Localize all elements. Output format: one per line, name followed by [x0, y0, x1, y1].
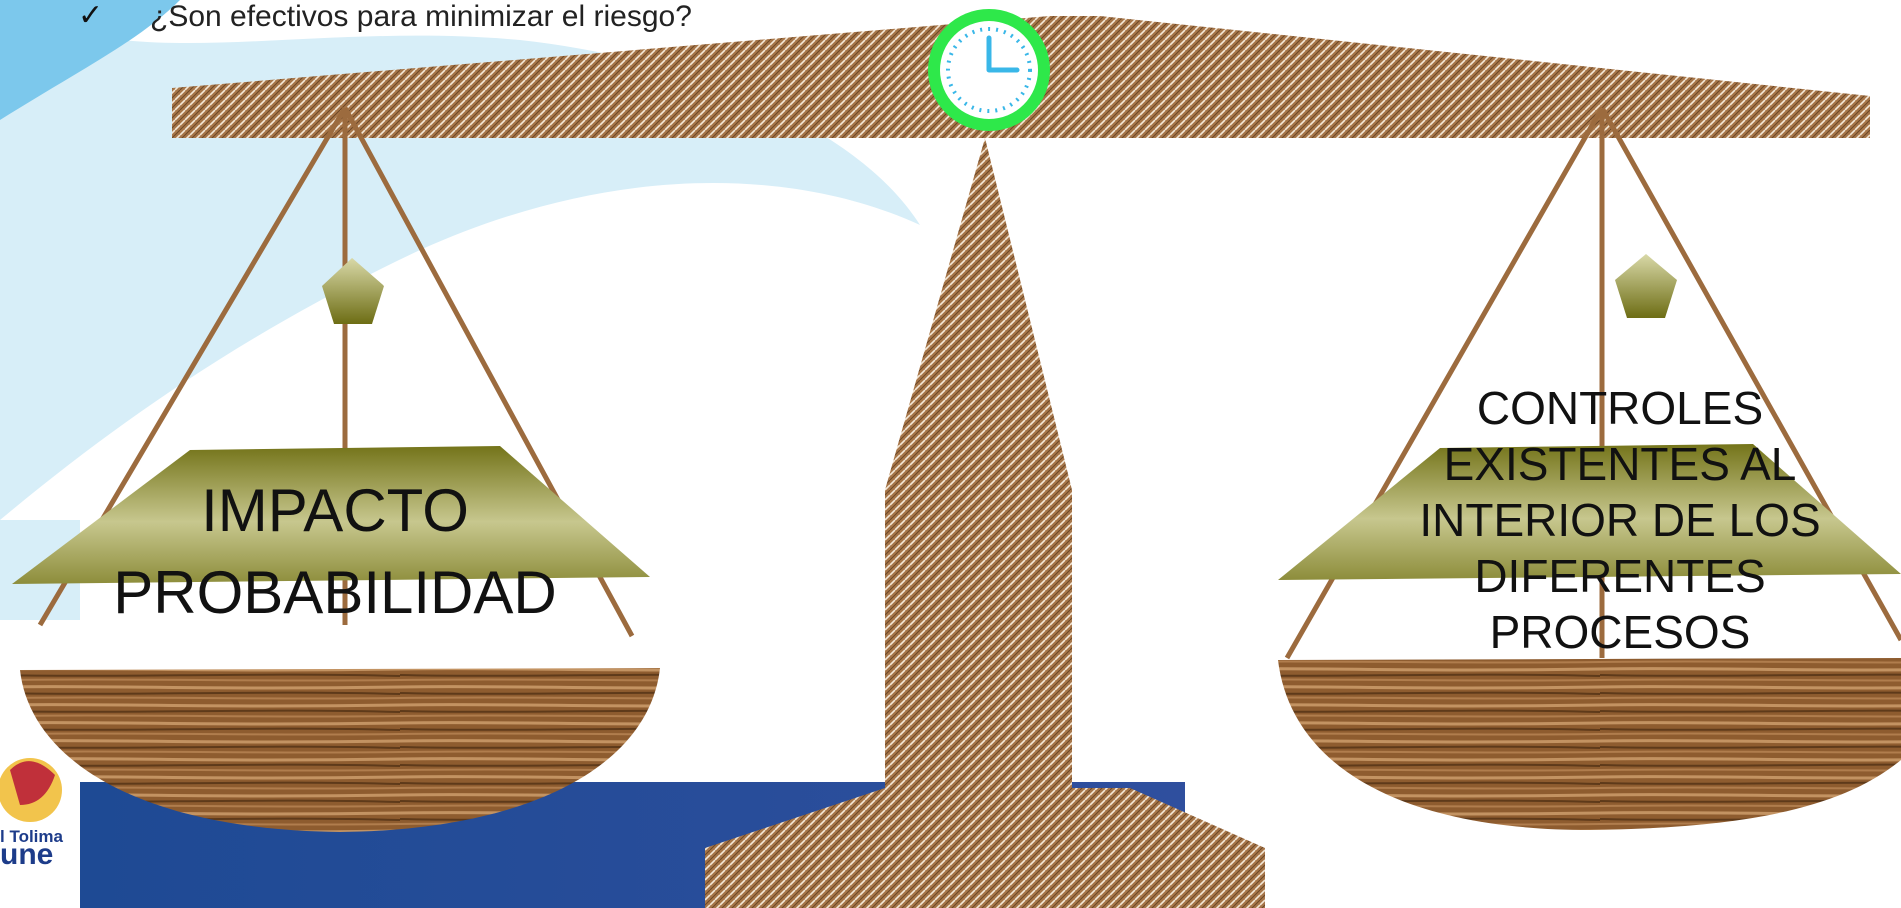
right-pan-label-line: EXISTENTES AL: [1395, 436, 1845, 492]
logo-icon: [0, 758, 62, 822]
right-pan-label: CONTROLES EXISTENTES AL INTERIOR DE LOS …: [1395, 380, 1845, 660]
logo-line: une: [0, 846, 80, 864]
checkmark-icon: ✓: [78, 0, 103, 33]
right-pan-label-line: INTERIOR DE LOS: [1395, 492, 1845, 548]
right-pan-label-line: PROCESOS: [1395, 604, 1845, 660]
bullet-text: ¿Son efectivos para minimizar el riesgo?: [150, 0, 692, 34]
right-pan-label-line: CONTROLES: [1395, 380, 1845, 436]
clock-icon: [928, 9, 1050, 131]
right-pan-label-line: DIFERENTES: [1395, 548, 1845, 604]
left-pan-label-line: PROBABILIDAD: [90, 552, 580, 634]
left-pan-label: IMPACTO PROBABILIDAD: [90, 470, 580, 634]
left-pan-label-line: IMPACTO: [90, 470, 580, 552]
logo-text: l Tolima une: [0, 828, 80, 864]
